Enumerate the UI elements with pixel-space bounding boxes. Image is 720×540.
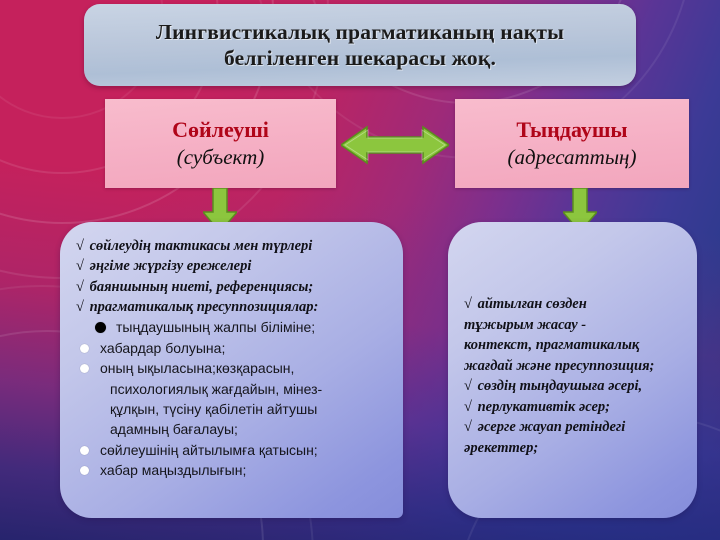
role-subtitle-speaker: (субъект) bbox=[176, 144, 265, 169]
check-icon: √ bbox=[464, 378, 472, 395]
role-box-speaker: Сөйлеуші (субъект) bbox=[105, 99, 336, 188]
check-icon: √ bbox=[464, 398, 472, 415]
listener-list: √ айтылған сөзден тұжырым жасау - контек… bbox=[448, 222, 697, 459]
list-item-label: оның ықыласына;көзқарасын, bbox=[100, 360, 295, 377]
list-item: тыңдаушының жалпы біліміне; bbox=[76, 317, 393, 337]
list-item-label: перлукативтік әсер; bbox=[477, 398, 611, 415]
list-item-label: тыңдаушының жалпы біліміне; bbox=[116, 319, 316, 336]
list-item-continuation: жағдай және пресуппозиция; bbox=[464, 357, 655, 374]
check-icon: √ bbox=[464, 296, 472, 312]
list-item: √ сөздің тыңдаушыға әсері, bbox=[464, 376, 689, 397]
list-item: оның ықыласына;көзқарасын, психологиялық… bbox=[76, 358, 393, 440]
slide-title: Лингвистикалық прагматиканың нақты белгі… bbox=[142, 19, 578, 71]
list-item-label: прагматикалық пресуппозициялар: bbox=[89, 298, 319, 315]
check-icon: √ bbox=[464, 419, 472, 436]
bullet-icon bbox=[80, 445, 89, 455]
list-item: хабардар болуына; bbox=[76, 338, 393, 358]
list-item-label: баяншының ниеті, референциясы; bbox=[89, 278, 314, 295]
list-item: √ әсерге жауап ретіндегі bbox=[464, 417, 689, 438]
role-title-speaker: Сөйлеуші bbox=[172, 117, 269, 143]
role-box-listener: Тыңдаушы (адресаттың) bbox=[455, 99, 689, 188]
check-icon: √ bbox=[76, 258, 84, 275]
list-item: √ әңгіме жүргізу ережелері bbox=[76, 256, 393, 276]
check-icon: √ bbox=[76, 278, 84, 295]
list-item-label: хабар маңыздылығын; bbox=[100, 462, 247, 479]
role-title-listener: Тыңдаушы bbox=[516, 117, 628, 143]
content-panel-speaker: √ сөйлеудің тактикасы мен түрлері √ әңгі… bbox=[60, 222, 403, 518]
list-item: √ баяншының ниеті, референциясы; bbox=[76, 277, 393, 297]
list-item: √ прагматикалық пресуппозициялар: bbox=[76, 297, 393, 317]
list-item-continuation: тұжырым жасау - bbox=[464, 316, 587, 333]
role-subtitle-listener: (адресаттың) bbox=[507, 144, 637, 169]
list-item-label: сөйлеудің тактикасы мен түрлері bbox=[89, 238, 313, 254]
bullet-icon bbox=[80, 466, 89, 476]
list-item: сөйлеушінің айтылымға қатысын; bbox=[76, 440, 393, 460]
list-item: √ айтылған сөзден bbox=[464, 294, 689, 315]
list-item-continuation: психологиялық жағдайын, мінез- bbox=[110, 380, 323, 397]
list-item-continuation: әрекеттер; bbox=[464, 440, 539, 457]
slide-title-line-1: Лингвистикалық прагматиканың нақты bbox=[155, 19, 565, 44]
speaker-list: √ сөйлеудің тактикасы мен түрлері √ әңгі… bbox=[60, 222, 403, 481]
double-arrow-icon bbox=[339, 124, 451, 166]
list-item: хабар маңыздылығын; bbox=[76, 460, 393, 480]
list-item-label: хабардар болуына; bbox=[100, 339, 226, 356]
list-item-label: әсерге жауап ретіндегі bbox=[477, 419, 626, 436]
list-item-label: сөздің тыңдаушыға әсері, bbox=[477, 378, 643, 395]
list-item-continuation: құлқын, түсіну қабілетін айтушы bbox=[110, 400, 318, 417]
list-item: √ сөйлеудің тактикасы мен түрлері bbox=[76, 236, 393, 256]
bullet-icon bbox=[80, 364, 89, 374]
slide-title-plate: Лингвистикалық прагматиканың нақты белгі… bbox=[84, 4, 636, 86]
list-item: √ перлукативтік әсер; bbox=[464, 397, 689, 418]
check-icon: √ bbox=[76, 238, 84, 254]
slide-title-line-2: белгіленген шекарасы жоқ. bbox=[223, 46, 497, 70]
list-item-label: сөйлеушінің айтылымға қатысын; bbox=[100, 441, 318, 458]
list-item-continuation: адамның бағалауы; bbox=[110, 421, 238, 438]
list-item-label: айтылған сөзден bbox=[477, 296, 587, 312]
bullet-icon bbox=[95, 322, 106, 334]
check-icon: √ bbox=[76, 298, 84, 315]
list-item-continuation: контекст, прагматикалық bbox=[464, 337, 640, 354]
content-panel-listener: √ айтылған сөзден тұжырым жасау - контек… bbox=[448, 222, 697, 518]
list-item-label: әңгіме жүргізу ережелері bbox=[89, 258, 252, 275]
bullet-icon bbox=[80, 343, 89, 353]
